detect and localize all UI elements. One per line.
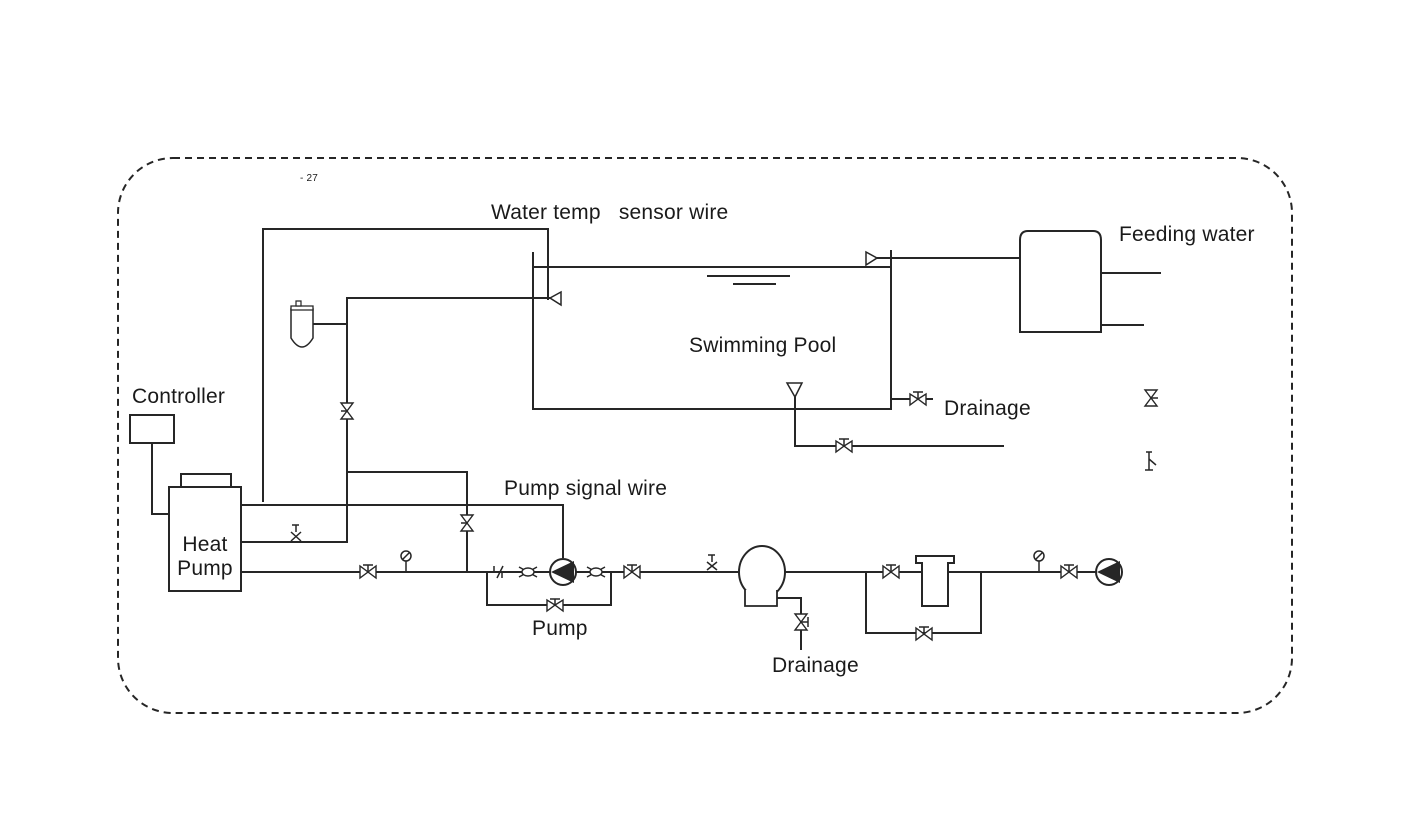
hair-strainer-icon xyxy=(916,556,954,606)
air-vent-icon xyxy=(291,309,313,347)
swimming-pool-label: Swimming Pool xyxy=(689,334,837,357)
drainage-filter-label: Drainage xyxy=(772,654,859,677)
filter-drain-pipe xyxy=(777,598,801,650)
check-valve-hp-icon xyxy=(291,525,301,541)
valve-main-drain-icon xyxy=(836,441,852,452)
system-boundary xyxy=(118,158,1292,713)
pump-bypass xyxy=(487,572,611,605)
heat-pump-unit xyxy=(169,487,241,591)
feeding-water-label: Feeding water xyxy=(1119,223,1255,246)
pump-signal-wire-label: Pump signal wire xyxy=(504,477,668,500)
drainage-pool-label: Drainage xyxy=(944,397,1031,420)
controller-box xyxy=(130,415,174,443)
page-number: - 27 xyxy=(300,173,319,184)
bypass-connection xyxy=(347,472,467,572)
sensor-wire-label: Water temp sensor wire xyxy=(491,201,729,224)
feed-inlet-nozzle-icon xyxy=(866,252,877,265)
main-drain-pipe xyxy=(795,397,1004,446)
pump-label: Pump xyxy=(532,617,588,640)
sensor-wire xyxy=(263,229,548,502)
controller-label: Controller xyxy=(132,385,226,408)
controller-cable xyxy=(152,443,169,514)
check-valve-feed-icon xyxy=(1145,452,1156,470)
heat-pump-label: Heat Pump xyxy=(177,533,233,580)
check-valve-filter-icon xyxy=(707,555,717,570)
valve-pump-bypass-icon xyxy=(547,600,563,611)
strainer-icon xyxy=(494,566,503,578)
heat-pump-top xyxy=(181,474,231,488)
valve-pool-drainage-icon xyxy=(910,394,926,405)
swimming-pool-tank xyxy=(533,250,891,409)
feeding-water-tank xyxy=(1020,231,1101,332)
supply-line xyxy=(241,298,550,542)
pool-inlet-nozzle-icon xyxy=(550,292,561,305)
main-drain-icon xyxy=(787,383,802,397)
pump-signal-wire xyxy=(241,505,563,558)
